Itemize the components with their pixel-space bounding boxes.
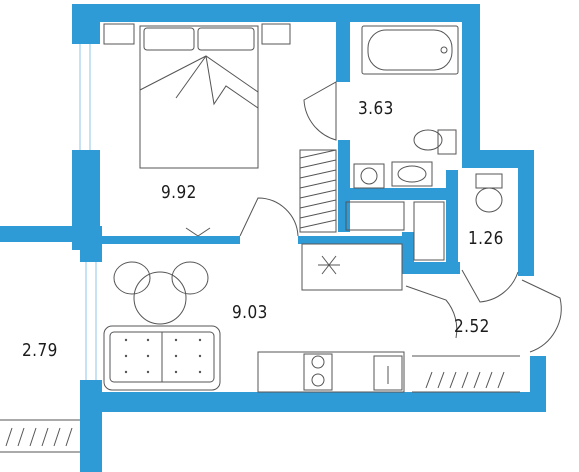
room-area-bathroom: 3.63 bbox=[358, 98, 394, 119]
room-area-bedroom: 9.92 bbox=[161, 182, 197, 203]
windows bbox=[79, 44, 97, 380]
walls bbox=[0, 4, 546, 472]
room-area-kitchen-living: 9.03 bbox=[232, 302, 268, 323]
room-area-balcony: 2.79 bbox=[22, 340, 58, 361]
room-area-wc: 1.26 bbox=[468, 228, 504, 249]
room-area-hallway: 2.52 bbox=[454, 316, 490, 337]
furniture bbox=[103, 23, 562, 393]
sofa-tufts bbox=[124, 338, 202, 374]
balcony-hatch bbox=[0, 419, 80, 453]
